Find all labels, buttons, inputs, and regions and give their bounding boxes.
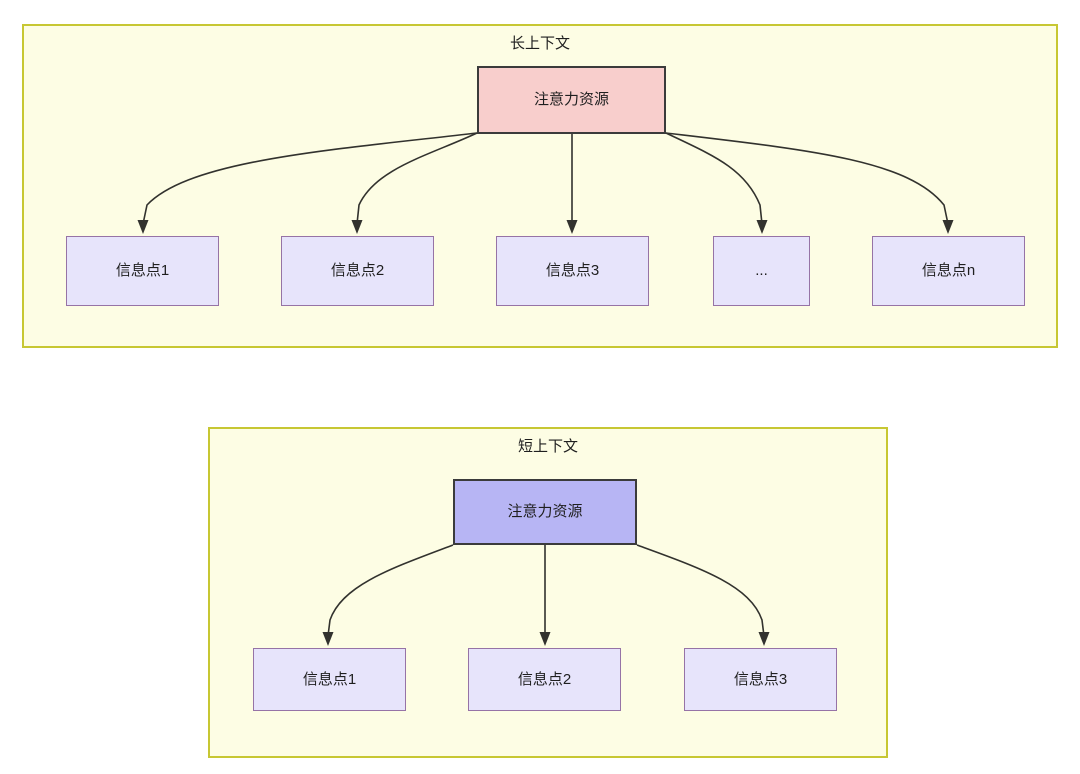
short-context-info-label-2: 信息点2 (517, 670, 572, 688)
long-context-info-label-1: 信息点1 (115, 262, 170, 279)
short-context-attention-label: 注意力资源 (507, 503, 583, 520)
long-context-info-node-ellipsis[interactable]: ... (713, 236, 810, 306)
long-context-title: 长上下文 (509, 35, 570, 52)
short-context-title: 短上下文 (517, 438, 578, 455)
short-context-info-node-1[interactable]: 信息点1 (253, 648, 406, 711)
long-context-attention-node[interactable]: 注意力资源 (477, 66, 666, 134)
long-context-info-node-2[interactable]: 信息点2 (281, 236, 434, 306)
short-context-attention-node[interactable]: 注意力资源 (453, 479, 637, 545)
long-context-info-node-1[interactable]: 信息点1 (66, 236, 219, 306)
long-context-info-label-3: 信息点3 (545, 262, 600, 279)
long-context-info-label-ellipsis: ... (755, 262, 768, 279)
short-context-info-node-3[interactable]: 信息点3 (684, 648, 837, 711)
long-context-info-node-n[interactable]: 信息点n (872, 236, 1025, 306)
long-context-info-label-2: 信息点2 (330, 262, 385, 279)
short-context-info-node-2[interactable]: 信息点2 (468, 648, 621, 711)
long-context-attention-label: 注意力资源 (533, 91, 609, 108)
long-context-info-node-3[interactable]: 信息点3 (496, 236, 649, 306)
short-context-info-label-3: 信息点3 (733, 670, 788, 688)
short-context-info-label-1: 信息点1 (302, 670, 357, 688)
long-context-info-label-n: 信息点n (921, 262, 976, 279)
